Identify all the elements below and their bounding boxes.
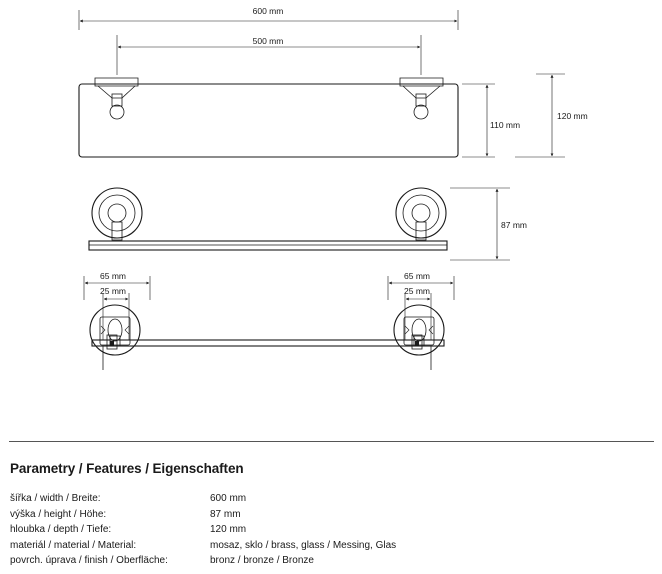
param-value: bronz / bronze / Bronze: [210, 555, 314, 566]
param-label: výška / height / Höhe:: [10, 508, 107, 520]
mounting-view: 65 mm 25 mm 65 mm 25 mm: [83, 271, 455, 370]
param-row-depth: hloubka / depth / Tiefe: 120 mm: [10, 524, 650, 540]
param-value: mosaz, sklo / brass, glass / Messing, Gl…: [210, 539, 397, 551]
param-label: hloubka / depth / Tiefe:: [10, 524, 112, 535]
dim-height-side: 87 mm: [501, 220, 527, 230]
side-view: 87 mm: [88, 187, 527, 261]
param-value: 87 mm: [210, 508, 241, 520]
dim-left-inner: 25 mm: [100, 286, 126, 296]
dim-right-inner: 25 mm: [404, 286, 430, 296]
left-bracket-front: [94, 77, 139, 120]
dim-mount-spacing: 500 mm: [253, 36, 284, 46]
front-view: 600 mm 500 mm 110 mm 120 mm: [78, 6, 588, 158]
dim-left-outer: 65 mm: [100, 271, 126, 281]
dim-height-total: 120 mm: [557, 111, 588, 121]
param-value: 600 mm: [210, 493, 247, 504]
dim-total-width: 600 mm: [253, 6, 284, 16]
param-row-width: šířka / width / Breite: 600 mm: [10, 493, 650, 509]
features-table: šířka / width / Breite: 600 mm výška / h…: [10, 493, 650, 571]
param-label: materiál / material / Material:: [10, 539, 137, 551]
features-title: Parametry / Features / Eigenschaften: [10, 461, 244, 476]
param-value: 120 mm: [210, 524, 247, 535]
param-label: povrch. úprava / finish / Oberfläche:: [10, 555, 168, 566]
param-row-height: výška / height / Höhe: 87 mm: [10, 509, 650, 525]
param-row-finish: povrch. úprava / finish / Oberfläche: br…: [10, 555, 650, 571]
param-row-material: materiál / material / Material: mosaz, s…: [10, 540, 650, 556]
dim-right-outer: 65 mm: [404, 271, 430, 281]
param-label: šířka / width / Breite:: [10, 493, 101, 504]
section-divider: [9, 441, 654, 442]
technical-drawing: 600 mm 500 mm 110 mm 120 mm: [78, 6, 588, 370]
dim-height-front: 110 mm: [490, 120, 520, 130]
right-bracket-front: [399, 77, 444, 120]
